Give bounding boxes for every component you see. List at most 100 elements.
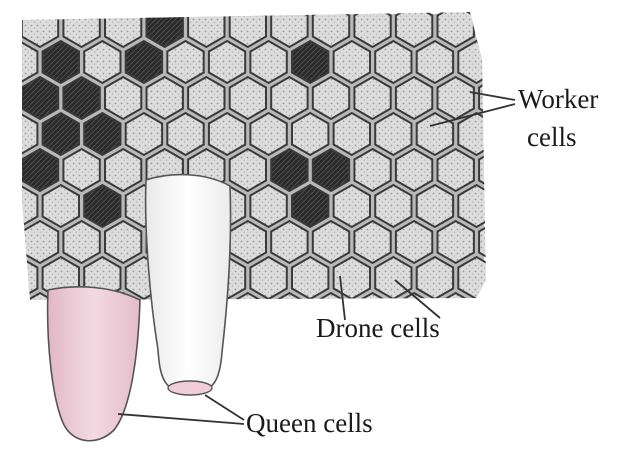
comb-cell [250, 113, 286, 155]
comb-cell [396, 77, 432, 119]
comb-cell-dark [271, 149, 307, 191]
comb-cell [417, 185, 453, 227]
comb-cell [313, 221, 349, 263]
comb-cell [479, 221, 515, 263]
queen-leader-line-2 [118, 414, 244, 424]
comb-cell [500, 185, 536, 227]
comb-cell [334, 41, 370, 83]
comb-cell-dark [43, 41, 79, 83]
comb-cell [1, 257, 37, 299]
comb-cell [438, 293, 474, 335]
comb-cell [500, 41, 536, 83]
comb-cell-dark [84, 185, 120, 227]
comb-cell [209, 41, 245, 83]
comb-cell [0, 149, 17, 191]
comb-cell [375, 257, 411, 299]
comb-cell [438, 149, 474, 191]
comb-cell [250, 257, 286, 299]
comb-cell [375, 185, 411, 227]
comb-cell [458, 41, 494, 83]
comb-cell [1, 113, 37, 155]
comb-cell [354, 221, 390, 263]
comb-cell [438, 77, 474, 119]
comb-cell [438, 5, 474, 47]
comb-cell [313, 5, 349, 47]
comb-cell [0, 293, 17, 335]
comb-cell [230, 149, 266, 191]
comb-cell-dark [313, 149, 349, 191]
comb-cell [105, 5, 141, 47]
comb-cell-dark [147, 5, 183, 47]
comb-cell [438, 221, 474, 263]
comb-cell-dark [84, 113, 120, 155]
comb-cell [417, 257, 453, 299]
comb-cell [396, 221, 432, 263]
comb-cell-dark [63, 77, 99, 119]
comb-cell [250, 41, 286, 83]
comb-cell [292, 113, 328, 155]
comb-cell [230, 221, 266, 263]
comb-cell [271, 293, 307, 335]
comb-cell [22, 221, 58, 263]
comb-cell [396, 149, 432, 191]
comb-cell [354, 5, 390, 47]
comb-cell [334, 257, 370, 299]
worker-cells-label-line2: cells [527, 122, 576, 152]
comb-cell [0, 5, 17, 47]
comb-cell [354, 149, 390, 191]
queen-cell-pink [48, 287, 140, 441]
comb-cell [479, 149, 515, 191]
comb-cell [458, 257, 494, 299]
comb-cell [417, 113, 453, 155]
comb-cell-dark [43, 113, 79, 155]
comb-cell [250, 185, 286, 227]
comb-cell [84, 41, 120, 83]
comb-cell [167, 113, 203, 155]
comb-cell [375, 113, 411, 155]
comb-cell [209, 113, 245, 155]
comb-cell [147, 77, 183, 119]
comb-cell [271, 5, 307, 47]
comb-cell [334, 113, 370, 155]
comb-cell-dark [292, 41, 328, 83]
comb-cell [63, 149, 99, 191]
comb-cell [105, 221, 141, 263]
comb-cell [458, 185, 494, 227]
worker-cells-label-line1: Worker [518, 84, 598, 114]
comb-cell [230, 5, 266, 47]
queen-cell-opening [168, 381, 212, 395]
comb-cell [479, 293, 515, 335]
comb-cell-dark [126, 41, 162, 83]
comb-cell [63, 221, 99, 263]
comb-cell [334, 185, 370, 227]
comb-cell [375, 41, 411, 83]
comb-cell [63, 5, 99, 47]
comb-cell [105, 149, 141, 191]
queen-leader-line-1 [205, 395, 244, 420]
comb-cell [313, 77, 349, 119]
queen-cell-white [146, 175, 231, 394]
comb-cell [1, 185, 37, 227]
comb-cell [354, 77, 390, 119]
comb-cell [396, 5, 432, 47]
comb-cell [0, 221, 17, 263]
comb-cell [271, 77, 307, 119]
comb-cell [43, 185, 79, 227]
comb-cell [126, 113, 162, 155]
comb-cell [417, 41, 453, 83]
comb-cell [479, 5, 515, 47]
comb-cell [105, 77, 141, 119]
comb-cell [292, 257, 328, 299]
comb-cell [188, 5, 224, 47]
comb-cell [230, 293, 266, 335]
comb-cell [22, 5, 58, 47]
comb-cell [271, 221, 307, 263]
comb-cell-dark [22, 149, 58, 191]
comb-cell [1, 41, 37, 83]
drone-cells-label: Drone cells [316, 313, 440, 343]
comb-cell [230, 77, 266, 119]
comb-cell [500, 257, 536, 299]
comb-cell [458, 113, 494, 155]
